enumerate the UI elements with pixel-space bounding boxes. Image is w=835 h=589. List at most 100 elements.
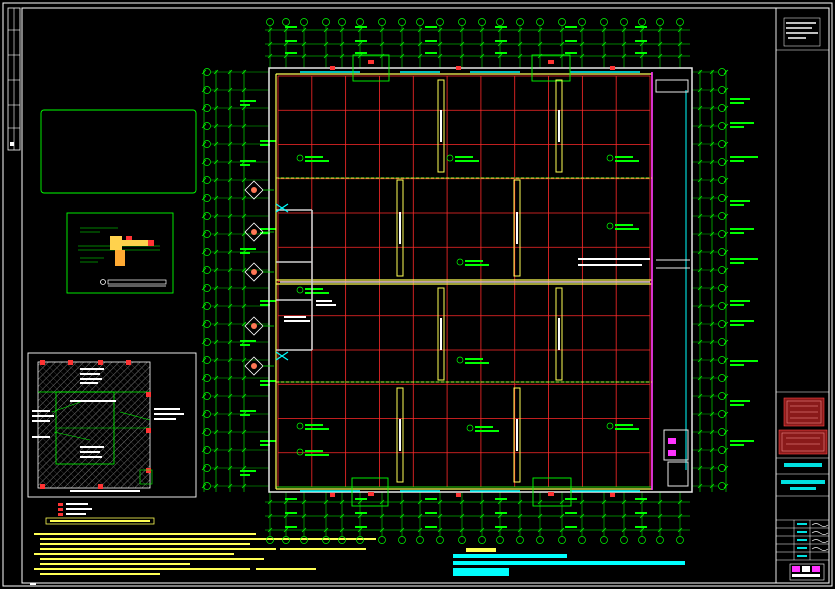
dim-tick (241, 375, 247, 381)
dim-tick (697, 69, 703, 75)
dim-tick (479, 499, 485, 505)
callout-text (305, 288, 323, 290)
dim-tick (339, 513, 345, 519)
axis-bubble-top (458, 18, 466, 26)
dim-tick (227, 429, 233, 435)
dim-tick (723, 267, 729, 273)
beam (513, 387, 521, 483)
side-label (240, 470, 256, 472)
dim-tick (227, 195, 233, 201)
dim-tick (201, 213, 207, 219)
dim-tick (357, 513, 363, 519)
callout-text-white (578, 258, 650, 260)
dim-tick (399, 27, 405, 33)
dim-tick (283, 27, 289, 33)
dim-tick (517, 41, 523, 47)
dim-tick (559, 27, 565, 33)
dim-tick (227, 105, 233, 111)
dim-tick (709, 213, 715, 219)
axis-bubble-bottom (338, 536, 346, 544)
side-label (730, 102, 744, 104)
axis-bubble-top (356, 18, 364, 26)
dim-tick (709, 483, 715, 489)
axis-bubble-right (718, 338, 726, 346)
dim-tick (709, 69, 715, 75)
side-label (730, 228, 754, 230)
side-label (260, 380, 276, 382)
side-label (240, 414, 250, 416)
dim-tick (241, 465, 247, 471)
dim-tick (639, 513, 645, 519)
dim-tick (227, 69, 233, 75)
dim-tick (459, 53, 465, 59)
dim-tick (417, 499, 423, 505)
side-label (240, 164, 250, 166)
side-label (730, 160, 744, 162)
callout-bubble (296, 448, 304, 456)
dim-tick (201, 483, 207, 489)
dim-tick (227, 339, 233, 345)
axis-bubble-left (203, 356, 211, 364)
dim-tick (339, 499, 345, 505)
dim-tick (697, 411, 703, 417)
dim-tick (601, 27, 607, 33)
dim-tick (601, 513, 607, 519)
side-label (730, 360, 758, 362)
dim-tick (357, 27, 363, 33)
beam-mark (399, 212, 401, 244)
dim-tick (697, 339, 703, 345)
side-label (240, 252, 250, 254)
dim-tick (723, 177, 729, 183)
dim-text (285, 52, 297, 54)
callout-text (305, 160, 329, 162)
axis-bubble-left (203, 140, 211, 148)
side-label (730, 122, 754, 124)
axis-bubble-bottom (282, 536, 290, 544)
column-diamond-core (251, 323, 257, 329)
dim-tick (201, 105, 207, 111)
dim-tick (241, 87, 247, 93)
left-dimension-lines (203, 70, 245, 492)
drawing-number-box (789, 563, 825, 581)
column-diamond (244, 222, 264, 242)
dim-text (425, 498, 437, 500)
dim-tick (417, 53, 423, 59)
side-label (730, 200, 750, 202)
dim-tick (709, 303, 715, 309)
dim-tick (339, 27, 345, 33)
dim-tick (379, 527, 385, 533)
dim-tick (323, 513, 329, 519)
axis-bubble-top (436, 18, 444, 26)
dim-tick (213, 195, 219, 201)
dim-tick (497, 41, 503, 47)
dim-tick (709, 321, 715, 327)
dim-tick (227, 177, 233, 183)
callout-text-white (578, 264, 642, 266)
axis-bubble-left (203, 122, 211, 130)
axis-bubble-left (203, 446, 211, 454)
dim-tick (227, 393, 233, 399)
dim-text (635, 498, 647, 500)
dim-tick (241, 393, 247, 399)
dim-tick (227, 213, 233, 219)
dim-tick (213, 465, 219, 471)
dim-tick (417, 527, 423, 533)
axis-bubble-right (718, 266, 726, 274)
axis-bubble-right (718, 212, 726, 220)
beam (437, 287, 445, 381)
beam-mark (516, 419, 518, 451)
dim-tick (697, 249, 703, 255)
dim-tick (213, 177, 219, 183)
side-label (260, 140, 276, 142)
dim-tick (657, 513, 663, 519)
signature-marks (797, 523, 807, 557)
axis-bubble-top (338, 18, 346, 26)
axis-bubble-left (203, 158, 211, 166)
dim-tick (657, 53, 663, 59)
column-detail-symbols (244, 180, 289, 376)
dim-tick (709, 411, 715, 417)
axis-bubble-top (656, 18, 664, 26)
dim-tick (621, 41, 627, 47)
axis-bubble-top (300, 18, 308, 26)
dim-tick (723, 105, 729, 111)
